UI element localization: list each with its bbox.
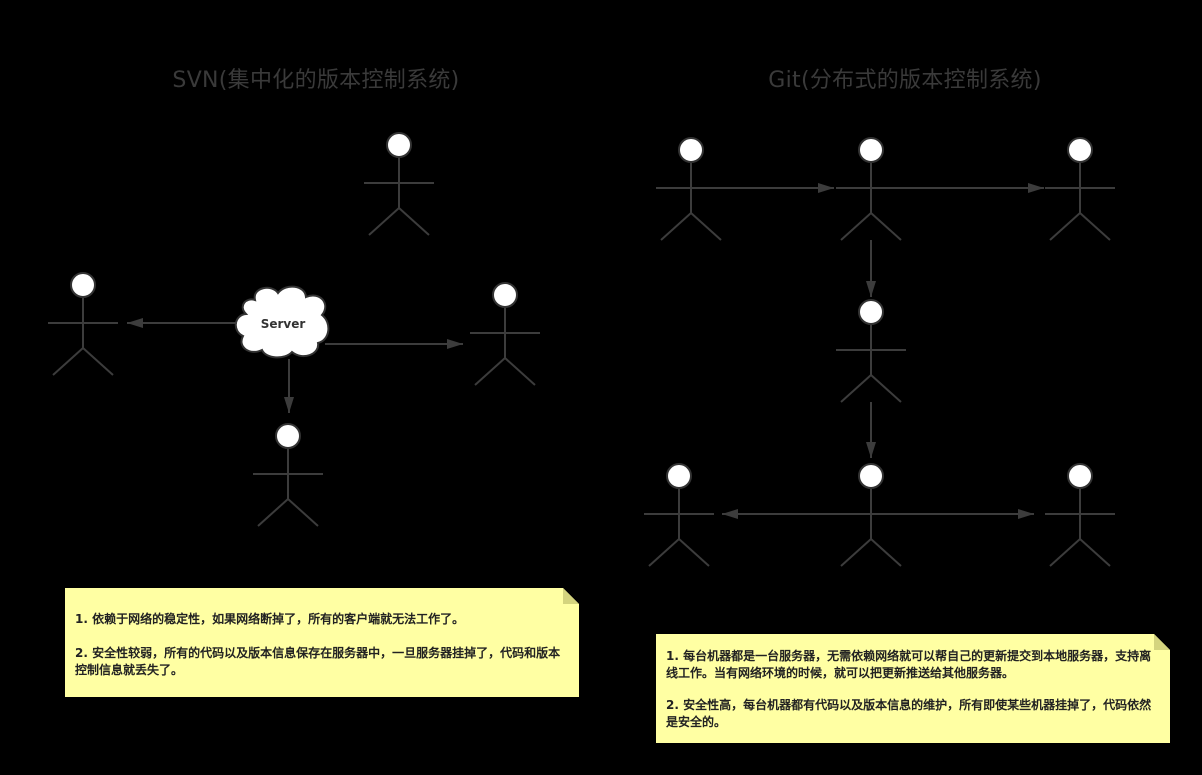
svn-title: SVN(集中化的版本控制系统) xyxy=(172,68,460,93)
svn-note-line-2: 2. 安全性较弱，所有的代码以及版本信息保存在服务器中，一旦服务器挂掉了，代码和… xyxy=(75,646,561,677)
git-note-line-1: 1. 每台机器都是一台服务器，无需依赖网络就可以帮自己的更新提交到本地服务器，支… xyxy=(666,649,1152,680)
git-actor-bottom-left-icon xyxy=(644,463,714,567)
git-note-line-2: 2. 安全性高，每台机器都有代码以及版本信息的维护，所有即使某些机器挂掉了，代码… xyxy=(666,698,1152,729)
svn-note-line-1: 1. 依赖于网络的稳定性，如果网络断掉了，所有的客户端就无法工作了。 xyxy=(75,612,465,626)
svn-actor-right-icon xyxy=(470,282,540,386)
svn-note: 1. 依赖于网络的稳定性，如果网络断掉了，所有的客户端就无法工作了。 2. 安全… xyxy=(65,588,579,697)
svn-server-cloud-icon: Server xyxy=(234,285,330,359)
git-actor-top-right-icon xyxy=(1045,137,1115,241)
git-actor-bottom-right-icon xyxy=(1045,463,1115,567)
svn-actor-top-icon xyxy=(364,132,434,236)
svn-actor-bottom-icon xyxy=(253,423,323,527)
git-actor-bottom-center-icon xyxy=(836,463,906,567)
server-label: Server xyxy=(261,317,306,331)
git-title: Git(分布式的版本控制系统) xyxy=(768,68,1042,93)
git-actor-top-left-icon xyxy=(656,137,726,241)
git-actor-middle-icon xyxy=(836,299,906,403)
git-note: 1. 每台机器都是一台服务器，无需依赖网络就可以帮自己的更新提交到本地服务器，支… xyxy=(656,634,1170,743)
svn-actor-left-icon xyxy=(48,272,118,376)
git-actor-top-center-icon xyxy=(836,137,906,241)
